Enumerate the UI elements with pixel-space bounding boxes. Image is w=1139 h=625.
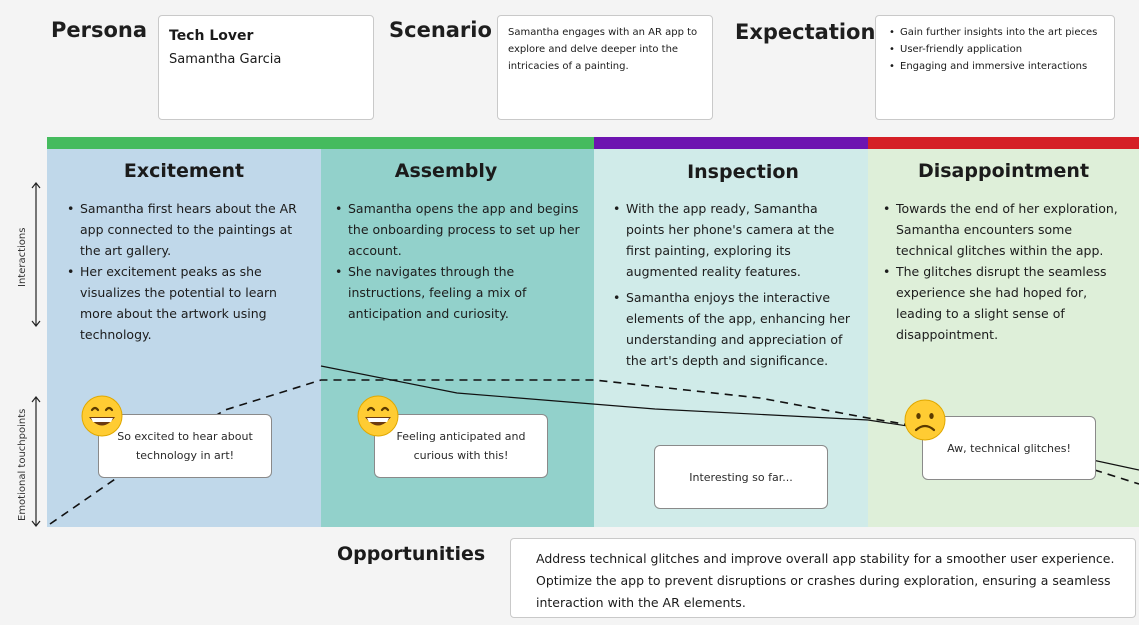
grinning-face-icon [81, 395, 123, 437]
emotion-quote-bubble: Feeling anticipated and curious with thi… [374, 414, 548, 478]
axis-arrows [31, 182, 41, 527]
opportunities-card: Address technical glitches and improve o… [510, 538, 1136, 618]
phase-bar-red [868, 137, 1139, 149]
stage-bullet: Samantha opens the app and begins the on… [333, 198, 581, 261]
persona-name: Samantha Garcia [169, 52, 282, 67]
persona-card: Tech Lover Samantha Garcia [158, 15, 374, 120]
stage-bullets: Towards the end of her exploration, Sama… [881, 198, 1129, 345]
persona-heading: Persona [51, 18, 148, 42]
stage-bullets: With the app ready, Samantha points her … [611, 198, 857, 371]
persona-role: Tech Lover [169, 28, 254, 44]
phase-bar-green [47, 137, 594, 149]
stage-bullet: She navigates through the instructions, … [333, 261, 581, 324]
stage-bullet: Samantha first hears about the AR app co… [65, 198, 311, 261]
emotion-quote-bubble: Aw, technical glitches! [922, 416, 1096, 480]
expectation-item: User-friendly application [886, 41, 1106, 58]
scenario-text: Samantha engages with an AR app to explo… [508, 27, 698, 72]
stage-bullet: Towards the end of her exploration, Sama… [881, 198, 1129, 261]
stage-bullet: With the app ready, Samantha points her … [611, 198, 857, 282]
expectation-card: Gain further insights into the art piece… [875, 15, 1115, 120]
stage-bullet: Her excitement peaks as she visualizes t… [65, 261, 311, 345]
grinning-face-icon [357, 395, 399, 437]
emotion-quote-bubble: Interesting so far... [654, 445, 828, 509]
stage-bullet: Samantha enjoys the interactive elements… [611, 287, 857, 371]
opportunity-line: interaction with the AR elements. [536, 595, 746, 610]
phase-bar-purple [594, 137, 868, 149]
expectation-heading: Expectation [735, 20, 876, 44]
stage-bullets: Samantha opens the app and begins the on… [333, 198, 581, 324]
stage-title: Excitement [123, 160, 245, 182]
stage-bullet: The glitches disrupt the seamless experi… [881, 261, 1129, 345]
expectation-item: Gain further insights into the art piece… [886, 24, 1106, 41]
stage-title: Assembly [394, 160, 498, 182]
emotion-quote-bubble: So excited to hear about technology in a… [98, 414, 272, 478]
expectation-list: Gain further insights into the art piece… [886, 24, 1106, 75]
scenario-card: Samantha engages with an AR app to explo… [497, 15, 713, 120]
stage-title: Inspection [687, 161, 799, 183]
frowning-face-icon [904, 399, 946, 441]
opportunity-line: Optimize the app to prevent disruptions … [536, 573, 1111, 588]
expectation-item: Engaging and immersive interactions [886, 58, 1106, 75]
opportunity-line: Address technical glitches and improve o… [536, 551, 1115, 566]
scenario-heading: Scenario [389, 18, 492, 42]
stage-title: Disappointment [917, 160, 1090, 182]
stage-bullets: Samantha first hears about the AR app co… [65, 198, 311, 345]
opportunities-heading: Opportunities [337, 543, 486, 565]
